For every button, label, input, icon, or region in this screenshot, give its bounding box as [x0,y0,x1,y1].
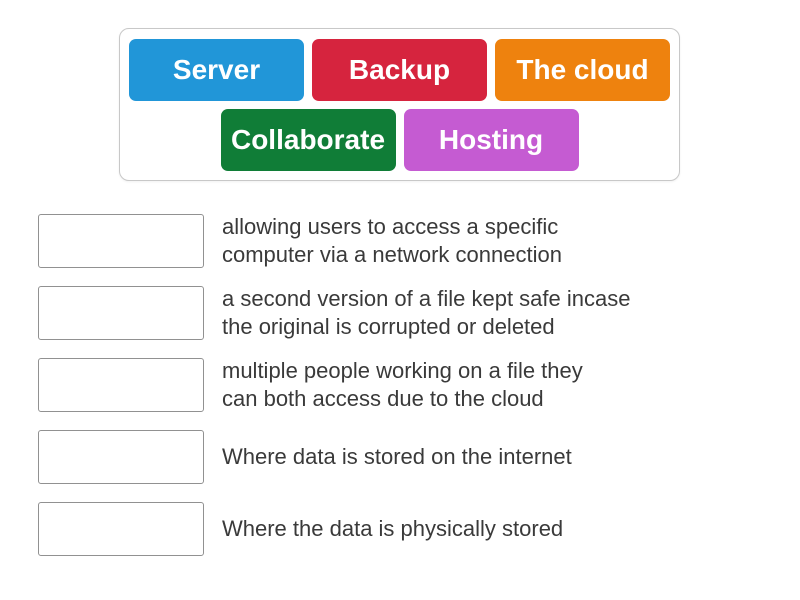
definition-line: can both access due to the cloud [222,386,544,411]
match-row-5: Where the data is physically stored [38,502,630,556]
definition-text-1: allowing users to access a specific comp… [222,213,562,269]
word-bank-row-2: Collaborate Hosting [220,108,579,171]
match-row-2: a second version of a file kept safe inc… [38,286,630,340]
answer-slot-2[interactable] [38,286,204,340]
match-row-4: Where data is stored on the internet [38,430,630,484]
definition-text-2: a second version of a file kept safe inc… [222,285,630,341]
answer-slot-1[interactable] [38,214,204,268]
answer-slot-3[interactable] [38,358,204,412]
tile-backup[interactable]: Backup [312,38,487,101]
definition-line: multiple people working on a file they [222,358,583,383]
answer-slot-4[interactable] [38,430,204,484]
definition-text-4: Where data is stored on the internet [222,443,572,471]
definition-line: a second version of a file kept safe inc… [222,286,631,311]
word-bank: Server Backup The cloud Collaborate Host… [119,28,680,181]
definition-text-5: Where the data is physically stored [222,515,563,543]
definition-line: Where the data is physically stored [222,516,564,541]
answer-slot-5[interactable] [38,502,204,556]
tile-collaborate[interactable]: Collaborate [220,108,396,171]
definition-line: the original is corrupted or deleted [222,314,555,339]
match-row-3: multiple people working on a file they c… [38,358,630,412]
tile-hosting[interactable]: Hosting [403,108,579,171]
definition-line: computer via a network connection [222,242,562,267]
definition-line: allowing users to access a specific [222,214,559,239]
tile-server[interactable]: Server [129,38,304,101]
match-row-1: allowing users to access a specific comp… [38,214,630,268]
tile-the-cloud[interactable]: The cloud [495,38,670,101]
word-bank-row-1: Server Backup The cloud [129,38,670,101]
definition-line: Where data is stored on the internet [222,444,572,469]
definition-text-3: multiple people working on a file they c… [222,357,583,413]
question-list: allowing users to access a specific comp… [38,214,630,574]
